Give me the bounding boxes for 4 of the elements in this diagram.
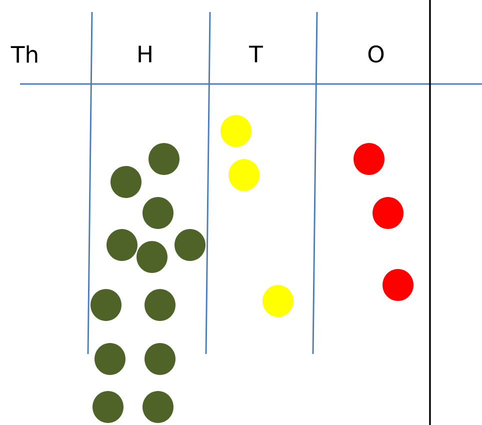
column-heading: O <box>368 45 384 63</box>
column-heading: T <box>249 46 263 62</box>
column-heading: H <box>138 46 152 62</box>
column-heading: Th <box>10 45 38 63</box>
